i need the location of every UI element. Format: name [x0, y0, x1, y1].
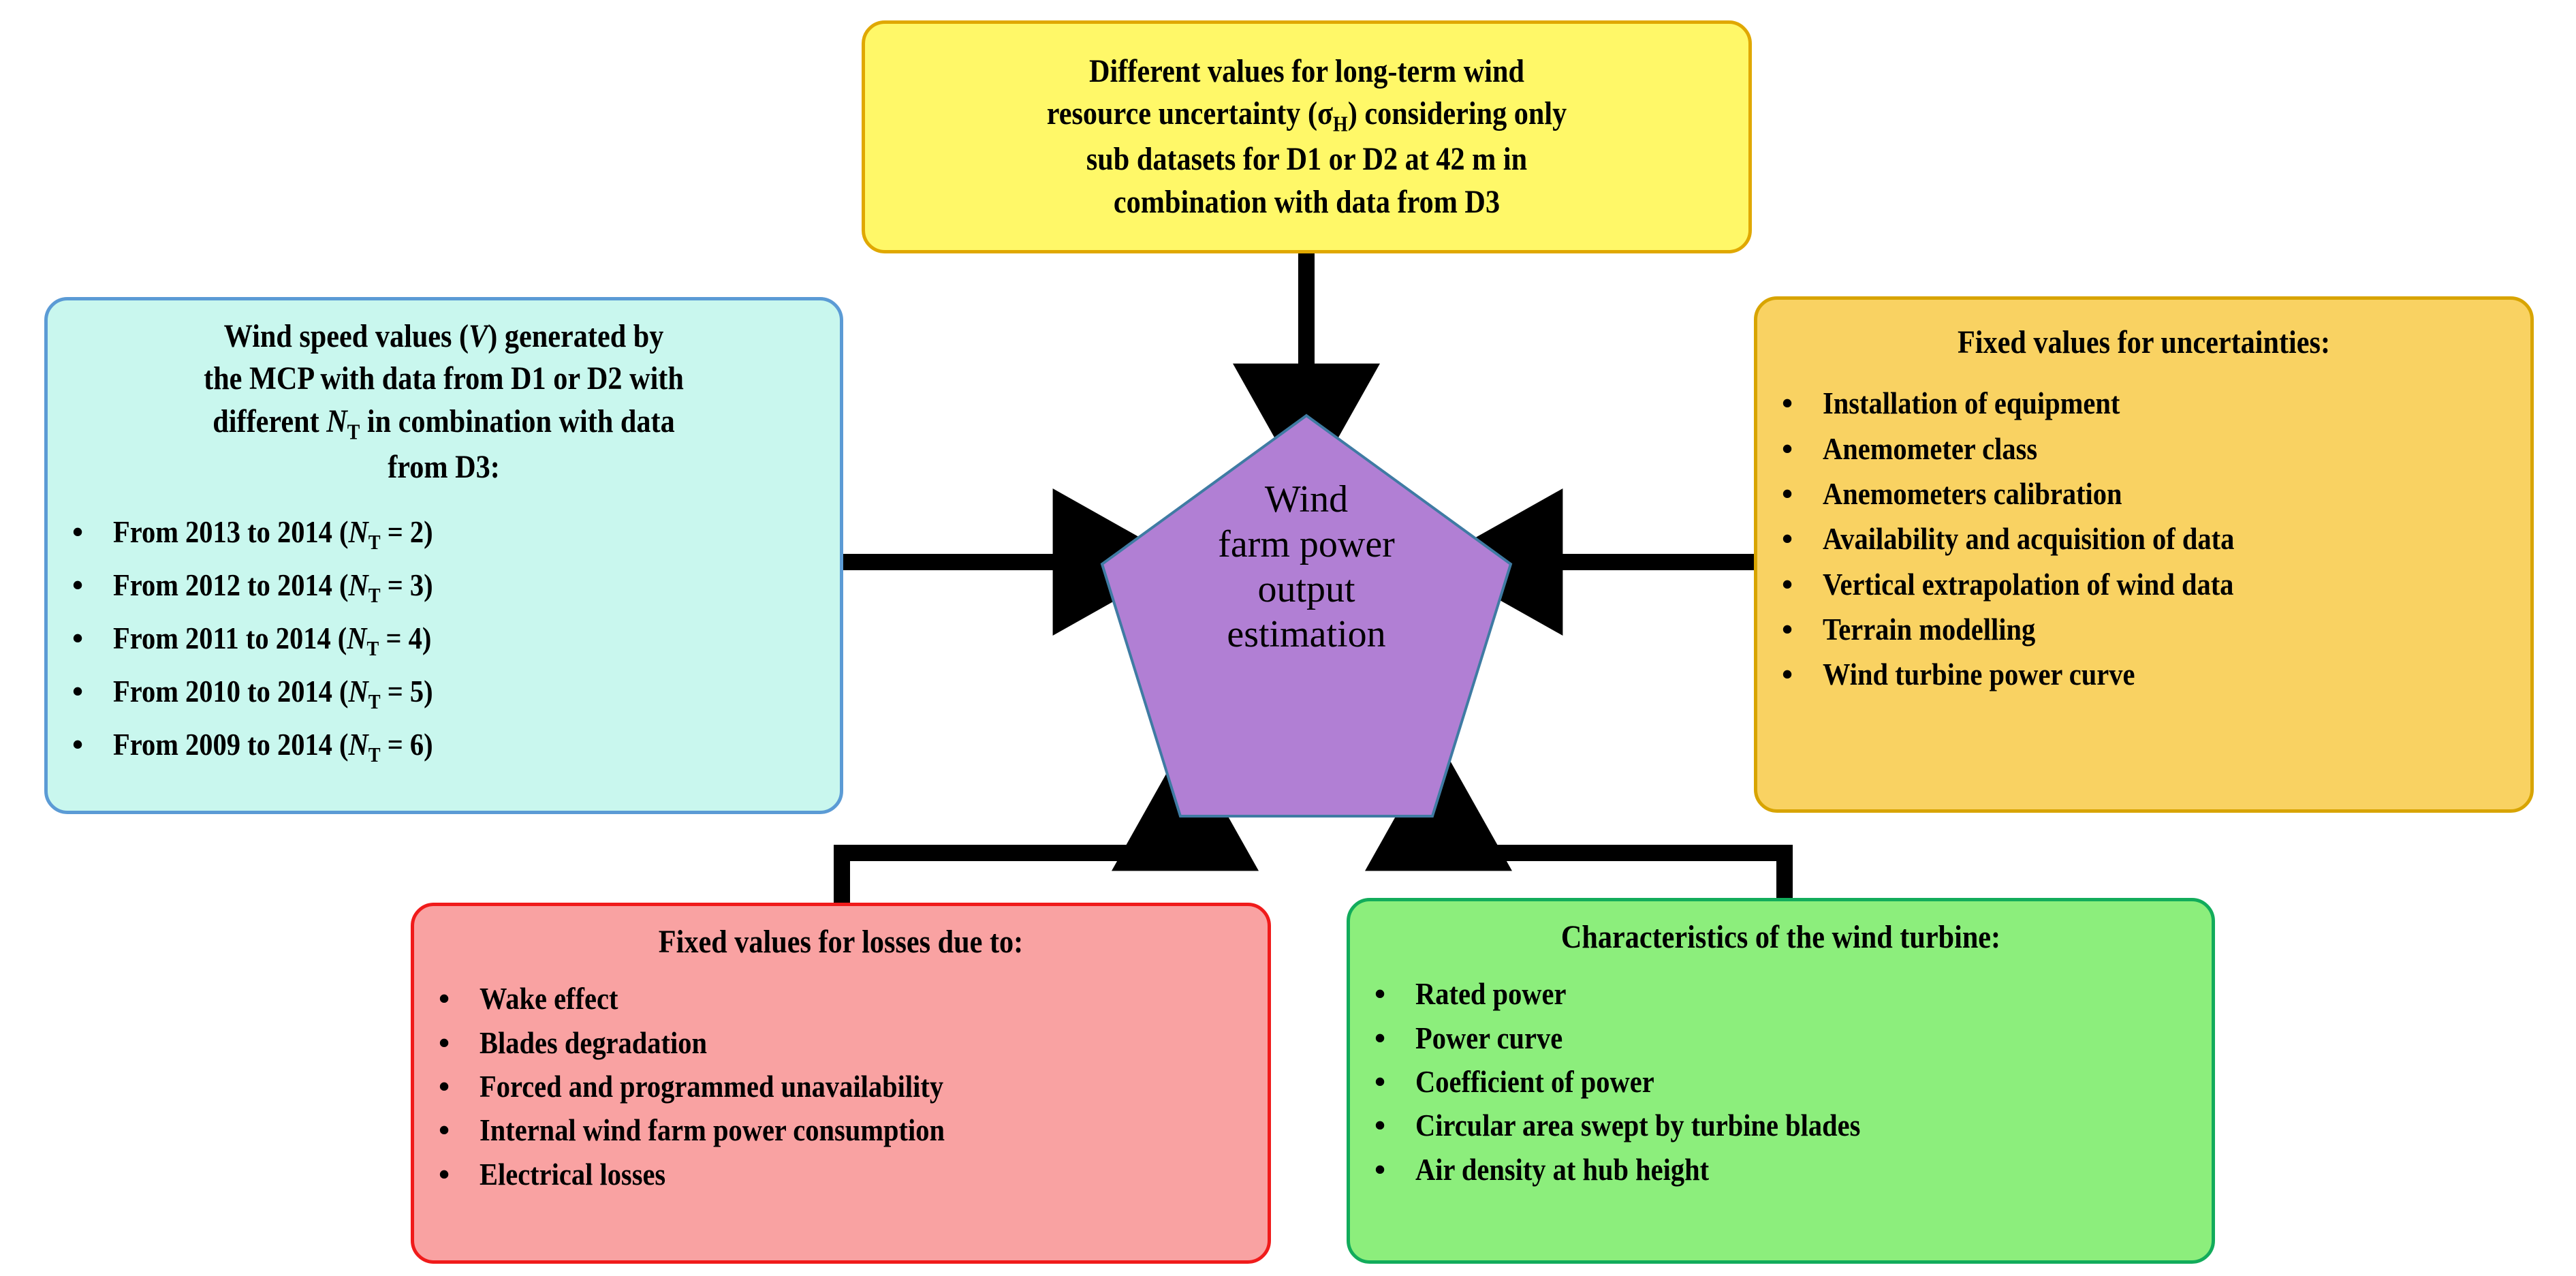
- node-turbine-characteristics[interactable]: Characteristics of the wind turbine: Rat…: [1347, 898, 2215, 1264]
- connector-bottom-right-to-center: [1365, 740, 1793, 903]
- list-item: Vertical extrapolation of wind data: [1757, 567, 2530, 601]
- node-fixed-losses[interactable]: Fixed values for losses due to: Wake eff…: [411, 903, 1271, 1264]
- list-item: Terrain modelling: [1757, 612, 2530, 646]
- list-item: Electrical losses: [414, 1157, 1268, 1191]
- node-center-label: Wind farm power output estimation: [1218, 478, 1395, 656]
- list-item: Coefficient of power: [1350, 1065, 2212, 1098]
- list-item: Wake effect: [414, 982, 1268, 1016]
- bullet-list-wind-speed-values: From 2013 to 2014 (NT = 2) From 2012 to …: [48, 515, 840, 781]
- list-item: Air density at hub height: [1350, 1153, 2212, 1186]
- list-item: From 2010 to 2014 (NT = 5): [48, 674, 840, 713]
- list-item: From 2011 to 2014 (NT = 4): [48, 621, 840, 660]
- list-item: Blades degradation: [414, 1026, 1268, 1059]
- list-item: From 2009 to 2014 (NT = 6): [48, 728, 840, 766]
- list-item: Rated power: [1350, 978, 2212, 1011]
- list-item: From 2013 to 2014 (NT = 2): [48, 515, 840, 554]
- list-item: Installation of equipment: [1757, 387, 2530, 420]
- pentagon-shape: [1100, 414, 1513, 818]
- bullet-list-fixed-losses: Wake effect Blades degradation Forced an…: [414, 982, 1268, 1201]
- connector-bottom-left-to-center: [834, 740, 1259, 903]
- list-item: Anemometer class: [1757, 432, 2530, 465]
- list-item: Circular area swept by turbine blades: [1350, 1108, 2212, 1142]
- list-item: Wind turbine power curve: [1757, 657, 2530, 691]
- node-title-fixed-losses: Fixed values for losses due to:: [658, 924, 1024, 960]
- node-title-turbine-characteristics: Characteristics of the wind turbine:: [1560, 919, 2001, 955]
- list-item: Internal wind farm power consumption: [414, 1113, 1268, 1147]
- list-item: Anemometers calibration: [1757, 477, 2530, 510]
- list-item: From 2012 to 2014 (NT = 3): [48, 568, 840, 607]
- list-item: Forced and programmed unavailability: [414, 1070, 1268, 1103]
- node-center-pentagon[interactable]: Wind farm power output estimation: [1098, 411, 1515, 820]
- node-fixed-uncertainties[interactable]: Fixed values for uncertainties: Installa…: [1754, 296, 2534, 813]
- list-item: Power curve: [1350, 1021, 2212, 1055]
- bullet-list-fixed-uncertainties: Installation of equipment Anemometer cla…: [1757, 387, 2530, 703]
- node-title-fixed-uncertainties: Fixed values for uncertainties:: [1957, 324, 2331, 360]
- bullet-list-turbine-characteristics: Rated power Power curve Coefficient of p…: [1350, 978, 2212, 1196]
- list-item: Availability and acquisition of data: [1757, 522, 2530, 555]
